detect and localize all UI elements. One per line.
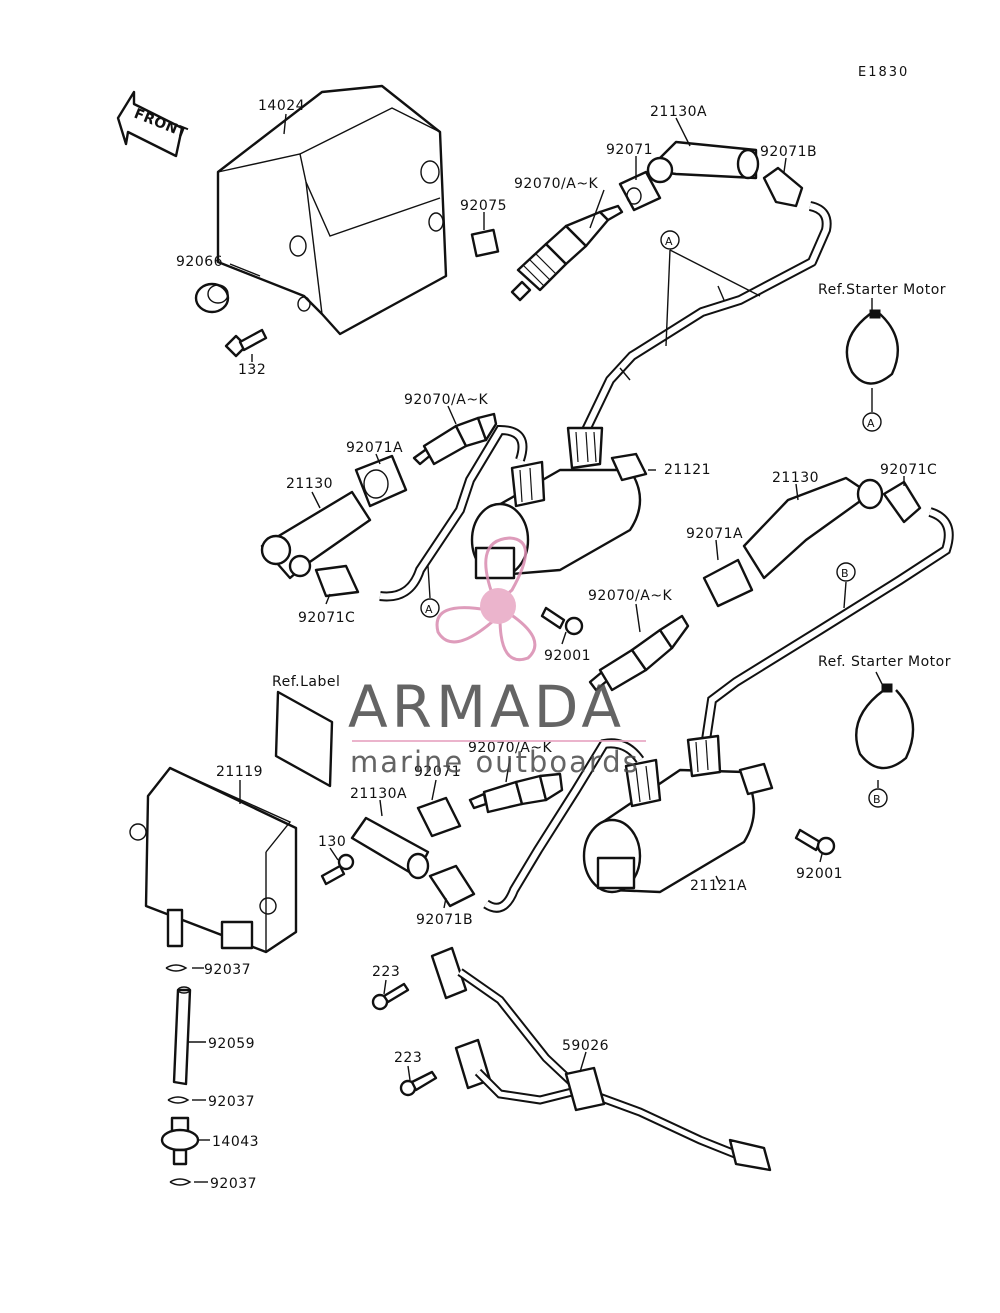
hose-92059	[172, 986, 192, 1086]
svg-text:A: A	[425, 603, 433, 616]
ignition-lead-left	[379, 424, 528, 602]
marker-b-clamp: B	[868, 788, 888, 808]
label-21130-left: 21130	[286, 476, 333, 492]
label-92075: 92075	[460, 198, 507, 214]
label-92071-top: 92071	[606, 142, 653, 158]
label-14043: 14043	[212, 1134, 259, 1150]
svg-text:B: B	[841, 567, 849, 580]
label-92071c-left: 92071C	[298, 610, 355, 626]
valve-14043	[160, 1116, 200, 1166]
boot-92071b-lower	[428, 864, 476, 908]
bolt-132	[224, 328, 268, 358]
ref-starter-motor-b: Ref. Starter Motor	[818, 654, 951, 670]
boot-92071c-right	[882, 480, 922, 524]
spark-plug-right	[588, 614, 690, 692]
label-92037-b: 92037	[208, 1094, 255, 1110]
boot-92071a-right	[702, 558, 754, 608]
part-labels: 14024 92075 92066 132 21130A 92071 92071…	[176, 98, 951, 1192]
label-21130-right: 21130	[772, 470, 819, 486]
label-92071b-top: 92071B	[760, 144, 817, 160]
plug-cap-right	[742, 476, 884, 580]
label-92070-lower: 92070/A~K	[468, 740, 553, 756]
label-21119: 21119	[216, 764, 263, 780]
marker-a-top: A	[660, 230, 680, 250]
label-21130a-top: 21130A	[650, 104, 707, 120]
diagram-code: E1830	[858, 65, 909, 80]
label-92070-top: 92070/A~K	[514, 176, 599, 192]
watermark-brand: ARMADA	[348, 673, 625, 741]
ignition-coil-upper	[470, 426, 648, 580]
clip-92037-c	[169, 1178, 192, 1186]
label-14024: 14024	[258, 98, 305, 114]
label-21130a-lower: 21130A	[350, 786, 407, 802]
bolt-223-a	[371, 982, 410, 1011]
label-21121: 21121	[664, 462, 711, 478]
ignition-lead-a	[581, 201, 832, 433]
watermark-tagline: marine outboards	[350, 745, 640, 779]
armada-watermark: ARMADA marine outboards	[348, 536, 646, 779]
label-21121a: 21121A	[690, 878, 747, 894]
label-92071a-left: 92071A	[346, 440, 403, 456]
label-92001-mid: 92001	[544, 648, 591, 664]
plug-cap-top	[646, 140, 760, 184]
boot-92071c-left	[314, 564, 360, 598]
label-92059: 92059	[208, 1036, 255, 1052]
bolt-223-b	[399, 1070, 438, 1097]
ref-starter-motor-a: Ref.Starter Motor	[818, 282, 946, 298]
spark-plug-top	[510, 204, 624, 302]
leader-lines	[188, 113, 905, 1183]
marker-a-mid: A	[420, 598, 440, 618]
label-223-a: 223	[372, 964, 400, 980]
bolt-92001-lower	[794, 828, 836, 856]
svg-text:A: A	[867, 417, 875, 430]
ignition-coil-lower	[582, 734, 774, 894]
plug-cap-lower	[350, 816, 430, 880]
bolt-92001-mid	[540, 606, 584, 636]
spark-plug-left	[412, 412, 498, 466]
pad-92075	[470, 228, 500, 258]
label-92001-lower: 92001	[796, 866, 843, 882]
label-223-b: 223	[394, 1050, 422, 1066]
ref-label: Ref.Label	[272, 674, 340, 690]
label-92070-right: 92070/A~K	[588, 588, 673, 604]
label-92037-c: 92037	[210, 1176, 257, 1192]
cdi-unit	[129, 766, 298, 954]
label-59026: 59026	[562, 1038, 609, 1054]
clamp-a	[845, 309, 899, 385]
marker-a-clamp: A	[862, 412, 882, 432]
clamp-b	[855, 683, 915, 770]
ref-label-sheet	[274, 690, 334, 788]
label-92071c-right: 92071C	[880, 462, 937, 478]
svg-text:B: B	[873, 793, 881, 806]
ignition-lead-lower	[483, 738, 645, 913]
boot-92071-lower	[416, 796, 462, 838]
bolt-130	[320, 853, 355, 886]
label-92066: 92066	[176, 254, 223, 270]
label-92070-left: 92070/A~K	[404, 392, 489, 408]
label-92037-a: 92037	[204, 962, 251, 978]
label-92071-lower: 92071	[414, 764, 461, 780]
spark-plug-lower	[468, 772, 564, 814]
ignition-lead-b	[701, 507, 954, 741]
clip-92037-a	[165, 964, 188, 972]
plug-cap-left	[260, 490, 372, 580]
rubber-boot-top	[618, 170, 662, 212]
boot-92071b-top	[762, 166, 804, 208]
label-132: 132	[238, 362, 266, 378]
clip-92037-b	[167, 1096, 190, 1104]
rubber-plug	[194, 282, 230, 314]
boot-92071a-left	[354, 454, 408, 508]
wire-harness	[430, 946, 772, 1172]
svg-text:A: A	[665, 235, 673, 248]
label-92071b-lower: 92071B	[416, 912, 473, 928]
front-arrow-icon: FRONT	[116, 90, 190, 158]
ignition-cover	[216, 84, 448, 336]
propeller-logo-icon	[435, 536, 537, 661]
marker-b-lead: B	[836, 562, 856, 582]
label-92071a-right: 92071A	[686, 526, 743, 542]
label-130: 130	[318, 834, 346, 850]
